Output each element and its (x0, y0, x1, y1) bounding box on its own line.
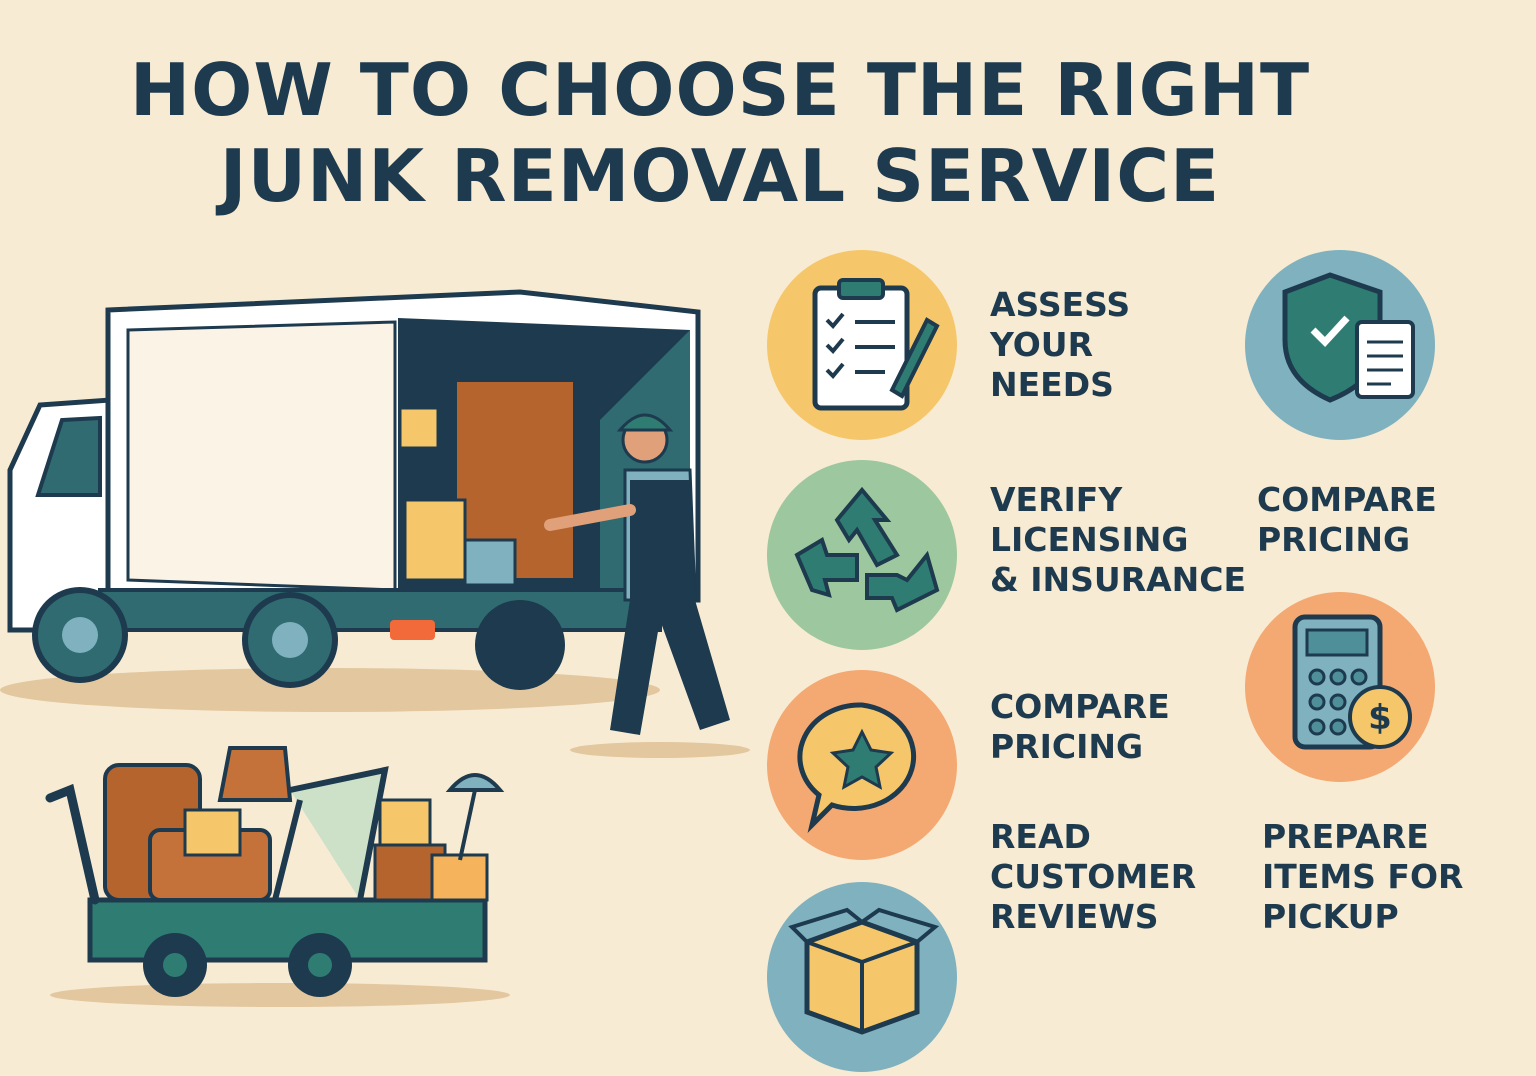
page-title-line-2: JUNK REMOVAL SERVICE (219, 134, 1221, 218)
step-label-read-reviews: READ CUSTOMER REVIEWS (990, 817, 1197, 936)
recycle-icon (767, 460, 957, 650)
shield-document-icon (1245, 250, 1435, 440)
step-label-compare-pricing-2: COMPARE PRICING (990, 687, 1170, 766)
star-speech-bubble-icon (767, 670, 957, 860)
truck-illustration (0, 289, 750, 1007)
step-label-verify-licensing: VERIFY LICENSING & INSURANCE (990, 480, 1247, 599)
step-label-prepare-items: PREPARE ITEMS FOR PICKUP (1262, 817, 1464, 936)
calculator-dollar-icon: $ (1245, 592, 1435, 782)
svg-text:$: $ (1368, 698, 1392, 738)
clipboard-checklist-icon (767, 250, 957, 440)
open-box-icon (767, 882, 957, 1072)
step-label-compare-pricing-1: COMPARE PRICING (1257, 480, 1437, 559)
page-title-line-1: HOW TO CHOOSE THE RIGHT (129, 48, 1311, 132)
step-label-assess-needs: ASSESS YOUR NEEDS (990, 285, 1131, 404)
